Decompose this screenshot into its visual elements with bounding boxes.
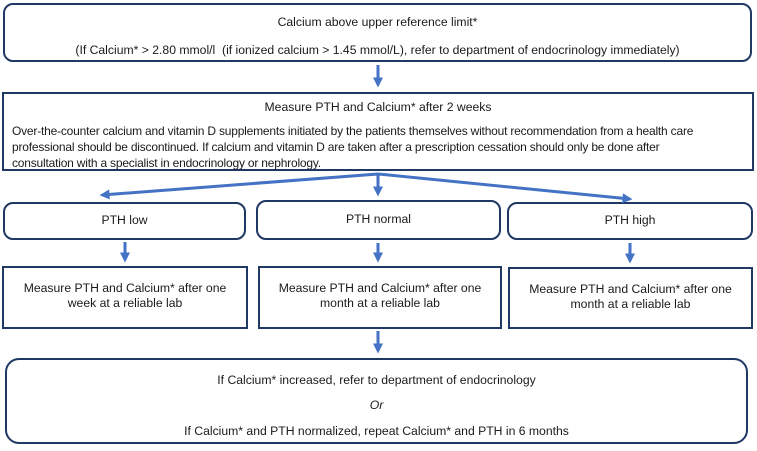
measure-2-weeks-body-line: consultation with a specialist in endocr… <box>12 155 321 170</box>
action-line: week at a reliable lab <box>67 296 183 311</box>
outcome-or-label: Or <box>369 398 384 413</box>
start-box: Calcium above upper reference limit* (If… <box>3 3 752 62</box>
action-line: Measure PTH and Calcium* after one <box>278 281 482 295</box>
pth-low-label: PTH low <box>101 213 148 228</box>
action-line: Measure PTH and Calcium* after one <box>529 282 732 296</box>
action-box-pth-low: Measure PTH and Calcium* after one week … <box>2 266 248 329</box>
arrow-branch-to-pth-high <box>377 172 633 204</box>
pth-normal-label: PTH normal <box>345 212 411 227</box>
pth-normal-box: PTH normal <box>256 200 501 240</box>
measure-2-weeks-heading: Measure PTH and Calcium* after 2 weeks <box>264 100 492 114</box>
action-box-pth-high: Measure PTH and Calcium* after one month… <box>508 267 753 329</box>
measure-2-weeks-box: Measure PTH and Calcium* after 2 weeks O… <box>2 92 754 171</box>
pth-low-box: PTH low <box>3 202 246 240</box>
action-line: Measure PTH and Calcium* after one <box>23 281 227 295</box>
measure-2-weeks-body-line: professional should be discontinued. If … <box>12 140 660 155</box>
outcome-line2: If Calcium* and PTH normalized, repeat C… <box>184 423 569 438</box>
outcome-box: If Calcium* increased, refer to departme… <box>5 358 748 444</box>
pth-high-label: PTH high <box>604 213 656 228</box>
start-box-line1: Calcium above upper reference limit* <box>277 15 478 29</box>
action-line: month at a reliable lab <box>320 296 440 311</box>
measure-2-weeks-body-line: Over-the-counter calcium and vitamin D s… <box>12 124 694 139</box>
start-box-line2: (If Calcium* > 2.80 mmol/l (if ionized c… <box>75 43 680 58</box>
action-line: month at a reliable lab <box>570 297 691 312</box>
arrow-branch-to-pth-low <box>99 172 379 200</box>
outcome-line1: If Calcium* increased, refer to departme… <box>217 373 536 387</box>
action-box-pth-normal: Measure PTH and Calcium* after one month… <box>258 266 502 329</box>
pth-high-box: PTH high <box>507 202 753 240</box>
